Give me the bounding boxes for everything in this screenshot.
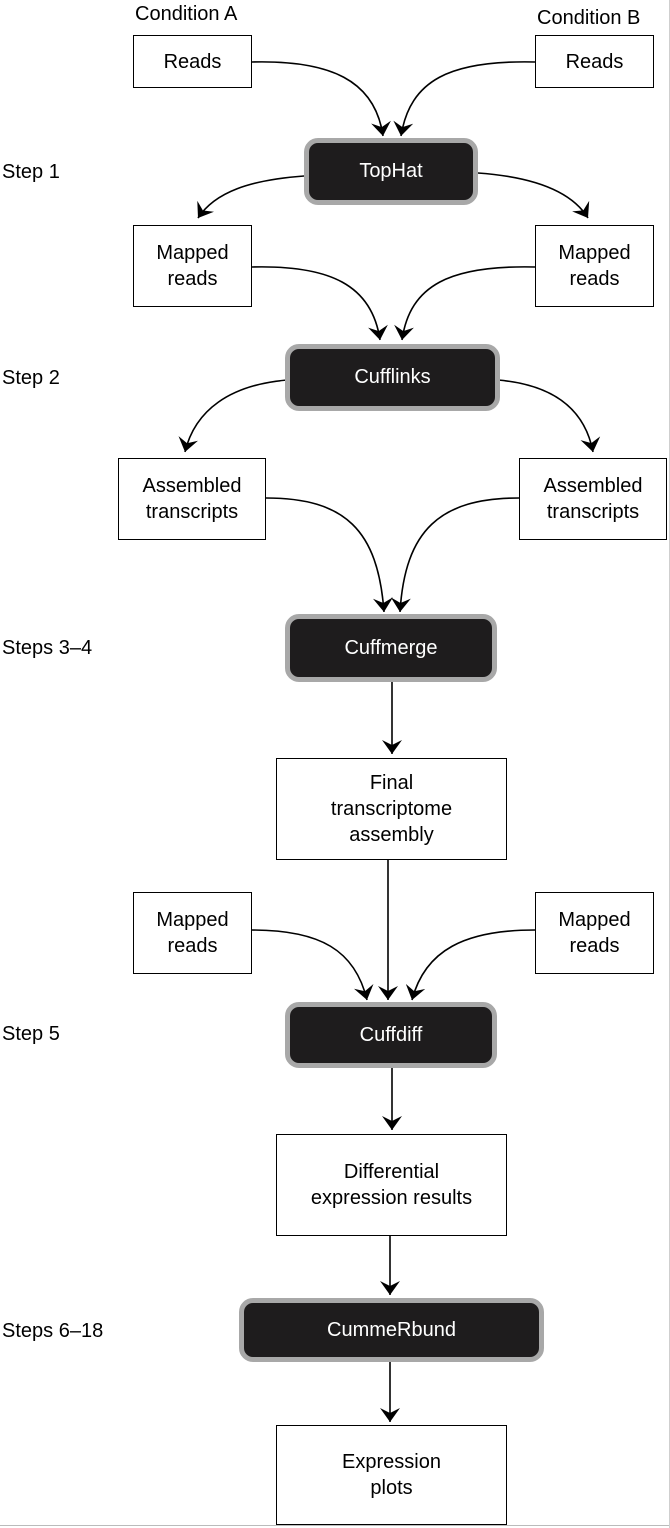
assembled-b-line-2: transcripts [546,501,640,523]
arrow-mapped-b-to-cufflinks [394,266,536,341]
final-assembly-line-3: assembly [349,824,434,846]
mapped-reads-a-line-2: reads [167,268,218,290]
arrow-tophat-to-mapped-b [477,172,590,219]
assembled-b-line-1: Assembled [543,475,643,497]
final-assembly-line-2: transcriptome [330,798,453,820]
differential-results-line-1: Differential [343,1161,440,1183]
expression-plots-line-2: plots [370,1477,413,1499]
cuffdiff-label: Cuffdiff [359,1023,423,1046]
cuffdiff-node: Cuffdiff [285,1002,497,1068]
arrow-assembled-b-to-cuffmerge [390,497,520,613]
differential-results-line-2: expression results [310,1187,473,1209]
steps-6-18-label: Steps 6–18 [2,1320,104,1342]
mapped-reads-2-b-line-1: Mapped [558,909,631,931]
mapped-reads-box-b: Mapped reads [535,225,654,307]
reads-box-b-text: Reads [565,50,624,73]
step-2-label: Step 2 [2,367,60,389]
condition-b-label: Condition B [537,7,641,29]
expression-plots-line-1: Expression [342,1451,441,1473]
arrow-reads-a-to-tophat [251,61,391,137]
cuffmerge-node: Cuffmerge [285,614,497,682]
arrow-assembled-a-to-cuffmerge [265,497,393,613]
differential-results-box: Differential expression results [276,1134,507,1236]
steps-3-4-label: Steps 3–4 [2,637,93,659]
arrow-cufflinks-to-assembled-a [178,379,288,453]
mapped-reads-b-line-2: reads [569,268,620,290]
mapped-reads-2-box-b: Mapped reads [535,892,654,974]
reads-box-a-text: Reads [163,50,222,73]
tophat-node: TopHat [304,138,478,205]
reads-box-b: Reads [535,35,654,88]
assembled-transcripts-box-b: Assembled transcripts [519,458,667,540]
condition-a-label: Condition A [135,3,238,25]
mapped-reads-2-b-line-2: reads [569,935,620,957]
mapped-reads-2-a-line-2: reads [167,935,218,957]
final-assembly-line-1: Final [369,772,414,794]
assembled-a-line-2: transcripts [145,501,239,523]
arrow-mapped-a-to-cufflinks [251,266,388,341]
cummerbund-node: CummeRbund [239,1298,544,1362]
mapped-reads-b-line-1: Mapped [558,242,631,264]
mapped-reads-2-a-line-1: Mapped [156,909,229,931]
assembled-a-line-1: Assembled [142,475,242,497]
cummerbund-label: CummeRbund [327,1318,456,1341]
arrow-mapped2-b-to-cuffdiff [405,929,536,1001]
assembled-transcripts-box-a: Assembled transcripts [118,458,266,540]
tophat-label: TopHat [359,160,423,182]
frame-bottom-edge [0,1525,670,1526]
final-assembly-box: Final transcriptome assembly [276,758,507,860]
arrow-reads-b-to-tophat [393,61,536,137]
cufflinks-label: Cufflinks [354,366,431,388]
mapped-reads-box-a: Mapped reads [133,225,252,307]
arrow-mapped2-a-to-cuffdiff [251,929,374,1001]
step-1-label: Step 1 [2,161,60,183]
arrow-cufflinks-to-assembled-b [497,379,601,453]
arrow-tophat-to-mapped-a [197,175,305,219]
step-5-label: Step 5 [2,1023,60,1045]
mapped-reads-a-line-1: Mapped [156,242,229,264]
cuffmerge-label: Cuffmerge [344,636,438,659]
mapped-reads-2-box-a: Mapped reads [133,892,252,974]
expression-plots-box: Expression plots [276,1425,507,1525]
cufflinks-node: Cufflinks [285,344,500,411]
reads-box-a: Reads [133,35,252,88]
